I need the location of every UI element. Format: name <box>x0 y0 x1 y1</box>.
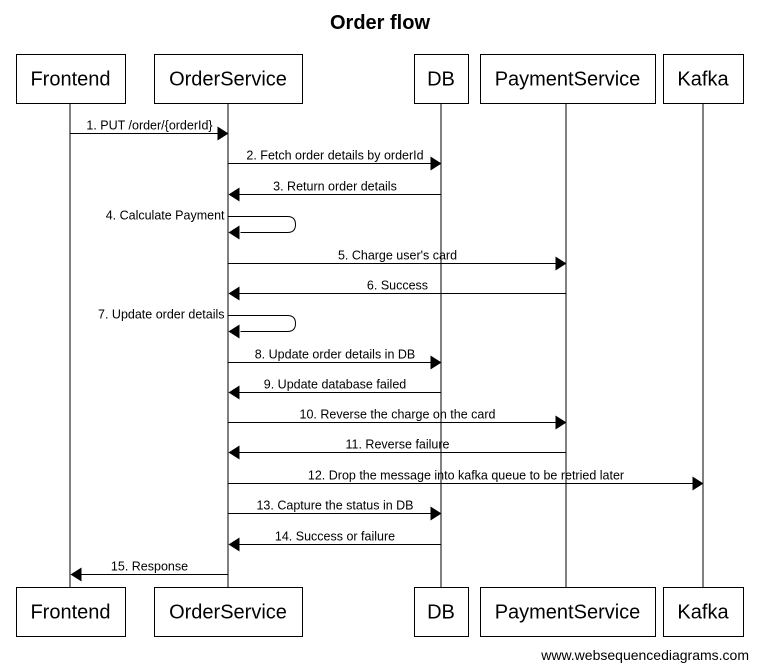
message-3: 3. Return order details <box>228 180 442 202</box>
participant-db-top: DB <box>414 54 469 104</box>
message-12: 12. Drop the message into kafka queue to… <box>228 469 704 491</box>
arrowhead <box>228 187 240 202</box>
self-message-loop <box>228 216 297 233</box>
message-11: 11. Reverse failure <box>228 438 567 460</box>
participant-paymentservice-bottom: PaymentService <box>480 587 656 637</box>
participant-box <box>414 587 469 637</box>
participant-box <box>663 54 744 104</box>
message-label: 5. Charge user's card <box>338 249 457 263</box>
message-label: 3. Return order details <box>273 180 397 194</box>
arrowhead <box>555 256 567 271</box>
message-label: 2. Fetch order details by orderId <box>246 149 423 163</box>
footer-credit: www.websequencediagrams.com <box>540 647 749 663</box>
arrowhead <box>692 476 704 491</box>
participant-label: Kafka <box>677 602 729 624</box>
message-label: 15. Response <box>111 560 188 574</box>
message-label: 11. Reverse failure <box>346 438 450 452</box>
message-9: 9. Update database failed <box>228 378 442 400</box>
message-label: 14. Success or failure <box>275 530 395 544</box>
message-label: 13. Capture the status in DB <box>256 499 413 513</box>
message-label: 6. Success <box>367 279 428 293</box>
arrowhead <box>430 355 442 370</box>
message-13: 13. Capture the status in DB <box>228 499 442 521</box>
arrowhead <box>228 385 240 400</box>
participants: FrontendFrontendOrderServiceOrderService… <box>16 54 744 637</box>
message-8: 8. Update order details in DB <box>228 348 442 370</box>
participant-kafka-bottom: Kafka <box>663 587 744 637</box>
arrowhead <box>217 126 229 141</box>
arrowhead <box>430 156 442 171</box>
participant-box <box>480 587 656 637</box>
participant-box <box>16 587 126 637</box>
message-15: 15. Response <box>70 560 229 582</box>
message-label: 1. PUT /order/{orderId} <box>86 119 212 133</box>
participant-frontend-top: Frontend <box>16 54 126 104</box>
participant-label: OrderService <box>169 602 287 624</box>
message-label: 4. Calculate Payment <box>106 209 225 223</box>
message-label: 12. Drop the message into kafka queue to… <box>308 469 624 483</box>
message-4: 4. Calculate Payment <box>106 209 297 240</box>
participant-box <box>414 54 469 104</box>
arrowhead <box>228 537 240 552</box>
participant-paymentservice-top: PaymentService <box>480 54 656 104</box>
participant-label: OrderService <box>169 69 287 91</box>
lifelines <box>69 103 704 587</box>
message-label: 10. Reverse the charge on the card <box>300 408 496 422</box>
participant-box <box>154 54 303 104</box>
participant-label: PaymentService <box>495 69 641 91</box>
message-7: 7. Update order details <box>98 308 297 339</box>
participant-label: Frontend <box>30 602 110 624</box>
participant-box <box>480 54 656 104</box>
message-label: 8. Update order details in DB <box>255 348 416 362</box>
participant-kafka-top: Kafka <box>663 54 744 104</box>
message-6: 6. Success <box>228 279 567 301</box>
participant-box <box>663 587 744 637</box>
participant-label: DB <box>427 602 455 624</box>
message-label: 7. Update order details <box>98 308 224 322</box>
message-label: 9. Update database failed <box>264 378 407 392</box>
message-2: 2. Fetch order details by orderId <box>228 149 442 171</box>
participant-frontend-bottom: Frontend <box>16 587 126 637</box>
arrowhead <box>70 567 82 582</box>
diagram-title: Order flow <box>330 12 430 34</box>
self-message-loop <box>228 315 297 332</box>
participant-label: PaymentService <box>495 602 641 624</box>
arrowhead <box>228 225 240 240</box>
messages: 1. PUT /order/{orderId} 2. Fetch order de… <box>70 119 704 582</box>
participant-db-bottom: DB <box>414 587 469 637</box>
participant-box <box>16 54 126 104</box>
message-14: 14. Success or failure <box>228 530 442 552</box>
arrowhead <box>555 415 567 430</box>
arrowhead <box>228 324 240 339</box>
arrowhead <box>228 286 240 301</box>
message-1: 1. PUT /order/{orderId} <box>70 119 229 141</box>
participant-label: Frontend <box>30 69 110 91</box>
participant-label: Kafka <box>677 69 729 91</box>
arrowhead <box>228 445 240 460</box>
participant-box <box>154 587 303 637</box>
participant-label: DB <box>427 69 455 91</box>
message-5: 5. Charge user's card <box>228 249 567 271</box>
message-10: 10. Reverse the charge on the card <box>228 408 567 430</box>
participant-orderservice-bottom: OrderService <box>154 587 303 637</box>
participant-orderservice-top: OrderService <box>154 54 303 104</box>
arrowhead <box>430 506 442 521</box>
